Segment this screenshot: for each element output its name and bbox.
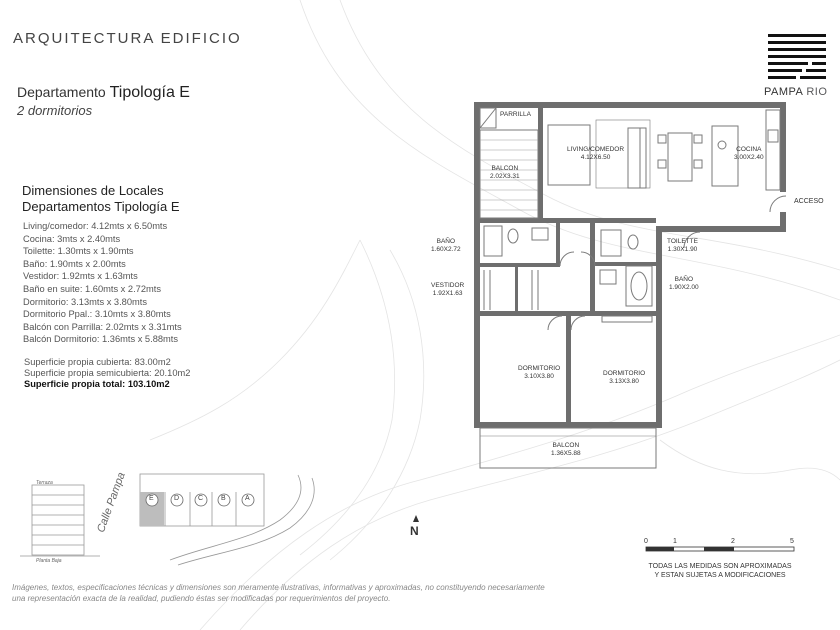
scale-tick-1: 1 [673, 538, 677, 545]
scale-note-line2: Y ESTAN SUJETAS A MODIFICACIONES [654, 572, 786, 579]
list-item: Toilette: 1.30mts x 1.90mts [23, 246, 134, 257]
unit-label-b: B [221, 495, 226, 502]
logo-word-rio: RIO [806, 86, 828, 98]
unit-label-c: C [198, 495, 204, 502]
list-item: Balcón Dormitorio: 1.36mts x 5.88mts [23, 334, 179, 345]
location-ground-label: Planta Baja [36, 558, 62, 564]
list-item: Baño: 1.90mts x 2.00mts [23, 258, 126, 269]
list-item: Living/comedor: 4.12mts x 6.50mts [23, 221, 168, 231]
north-label: N [410, 524, 419, 538]
list-item: Balcón con Parrilla: 2.02mts x 3.31mts [23, 321, 182, 332]
dimensions-heading-line1: Dimensiones de Locales [22, 183, 164, 198]
apartment-subtitle: 2 dormitorios [17, 103, 93, 118]
logo-wordmark: PAMPA RIO [764, 86, 827, 98]
list-item: Cocina: 3mts x 2.40mts [23, 233, 121, 244]
logo-word-pampa: PAMPA [764, 86, 803, 98]
scale-tick-5: 5 [790, 538, 794, 545]
surface-total: Superficie propia total: 103.10m2 [24, 379, 170, 389]
scale-tick-0: 0 [644, 538, 648, 545]
scale-note: TODAS LAS MEDIDAS SON APROXIMADAS Y ESTA… [618, 562, 822, 580]
room-label-acceso: ACCESO [794, 198, 824, 205]
list-item: Baño en suite: 1.60mts x 2.72mts [23, 283, 161, 294]
unit-label-d: D [174, 495, 180, 502]
surfaces-summary: Superficie propia cubierta: 83.00m2 Supe… [24, 357, 190, 390]
apartment-title-typology: Tipología E [109, 84, 190, 101]
scale-tick-2: 2 [731, 538, 735, 545]
dimensions-heading: Dimensiones de Locales Departamentos Tip… [22, 183, 180, 215]
dimensions-heading-line2: Departamentos Tipología E [22, 199, 180, 214]
legal-disclaimer: Imágenes, textos, especificaciones técni… [12, 582, 572, 604]
unit-label-a: A [245, 495, 250, 502]
disclaimer-line1: Imágenes, textos, especificaciones técni… [12, 583, 545, 592]
room-label-parrilla: PARRILLA [500, 111, 531, 118]
unit-label-e: E [149, 495, 154, 502]
surface-semicovered: Superficie propia semicubierta: 20.10m2 [24, 368, 191, 378]
list-item: Vestidor: 1.92mts x 1.63mts [23, 271, 138, 282]
surface-covered: Superficie propia cubierta: 83.00m2 [24, 357, 171, 367]
apartment-title-prefix: Departamento [17, 84, 110, 100]
page-header-title: ARQUITECTURA EDIFICIO [13, 30, 242, 47]
disclaimer-line2: una representación exacta de la realidad… [12, 594, 391, 603]
list-item: Dormitorio: 3.13mts x 3.80mts [23, 296, 147, 307]
dimensions-list: Living/comedor: 4.12mts x 6.50mts Cocina… [23, 220, 182, 346]
location-terrace-label: Terraza [36, 480, 53, 486]
scale-note-line1: TODAS LAS MEDIDAS SON APROXIMADAS [648, 563, 792, 570]
list-item: Dormitorio Ppal.: 3.10mts x 3.80mts [23, 309, 171, 320]
apartment-title: Departamento Tipología E [17, 84, 190, 102]
